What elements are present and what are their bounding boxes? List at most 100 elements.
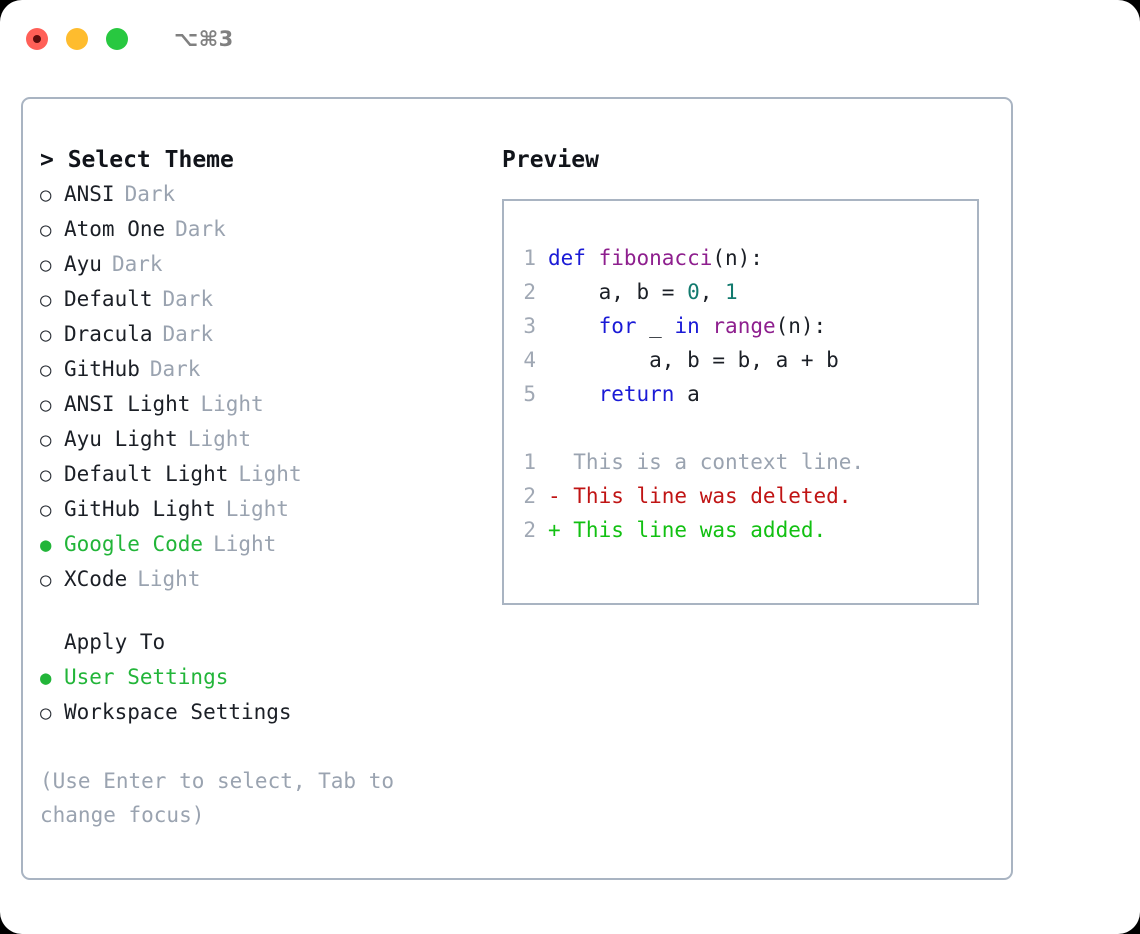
theme-option-variant-tag: Light bbox=[137, 567, 201, 591]
theme-option-ayu[interactable]: ○ Ayu Dark bbox=[40, 247, 493, 282]
code-token: a bbox=[674, 382, 700, 406]
diff-line-text: + This line was added. bbox=[548, 518, 827, 542]
theme-option-default-light[interactable]: ○ Default Light Light bbox=[40, 457, 493, 492]
apply-to-section: ○ Apply To ●User Settings○Workspace Sett… bbox=[40, 625, 493, 730]
apply-to-option-user-settings[interactable]: ●User Settings bbox=[40, 660, 493, 695]
code-line-text: return a bbox=[548, 377, 700, 411]
theme-option-variant-tag: Dark bbox=[111, 252, 163, 276]
code-line-text: for _ in range(n): bbox=[548, 309, 827, 343]
traffic-light-group bbox=[26, 28, 128, 50]
radio-unselected-icon: ○ bbox=[40, 254, 52, 276]
diff-line-number: 2 bbox=[523, 484, 536, 508]
apply-to-option-list[interactable]: ●User Settings○Workspace Settings bbox=[40, 660, 493, 730]
code-token: return bbox=[548, 382, 675, 406]
diff-sample-block: 1 This is a context line. 2 - This line wa… bbox=[504, 445, 977, 547]
theme-option-label: ANSI Light bbox=[64, 392, 191, 416]
theme-option-ansi-light[interactable]: ○ ANSI Light Light bbox=[40, 387, 493, 422]
code-token: a, b = bbox=[548, 280, 688, 304]
code-token: def bbox=[548, 246, 599, 270]
theme-option-dracula[interactable]: ○ Dracula Dark bbox=[40, 317, 493, 352]
theme-option-github[interactable]: ○ GitHub Dark bbox=[40, 352, 493, 387]
code-line-text: a, b = b, a + b bbox=[548, 343, 839, 377]
diff-line: 2 - This line was deleted. bbox=[504, 479, 977, 513]
theme-option-variant-tag: Light bbox=[213, 532, 277, 556]
theme-option-label: XCode bbox=[64, 567, 128, 591]
radio-unselected-icon: ○ bbox=[40, 359, 52, 381]
diff-line-number: 1 bbox=[523, 450, 536, 474]
code-line: 1 def fibonacci(n): bbox=[504, 241, 977, 275]
theme-option-label: Default Light bbox=[64, 462, 229, 486]
theme-option-google-code[interactable]: ● Google Code Light bbox=[40, 527, 493, 562]
code-line-number: 5 bbox=[523, 382, 536, 406]
radio-unselected-icon: ○ bbox=[40, 394, 52, 416]
diff-line: 2+ This line was added. bbox=[504, 513, 977, 547]
diff-line-text: - This line was deleted. bbox=[548, 484, 852, 508]
code-token: 1 bbox=[725, 280, 738, 304]
theme-option-variant-tag: Dark bbox=[162, 287, 214, 311]
theme-option-label: Google Code bbox=[64, 532, 204, 556]
theme-option-label: GitHub bbox=[64, 357, 140, 381]
radio-unselected-icon: ○ bbox=[40, 219, 52, 241]
minimize-button-icon[interactable] bbox=[66, 28, 88, 50]
theme-option-variant-tag: Dark bbox=[175, 217, 226, 241]
apply-to-heading-row: ○ Apply To bbox=[40, 625, 493, 660]
apply-to-option-workspace-settings[interactable]: ○Workspace Settings bbox=[40, 695, 493, 730]
code-token bbox=[700, 314, 713, 338]
theme-option-atom-one[interactable]: ○ Atom One Dark bbox=[40, 212, 493, 247]
diff-line-text: This is a context line. bbox=[548, 450, 865, 474]
theme-option-label: Default bbox=[64, 287, 153, 311]
theme-option-variant-tag: Dark bbox=[149, 357, 201, 381]
code-token: (n): bbox=[712, 246, 763, 270]
theme-option-default[interactable]: ○ Default Dark bbox=[40, 282, 493, 317]
code-token: 0 bbox=[687, 280, 700, 304]
radio-unselected-icon: ○ bbox=[40, 464, 52, 486]
preview-title: Preview bbox=[502, 147, 599, 173]
radio-unselected-icon: ○ bbox=[40, 289, 52, 311]
code-line-text: a, b = 0, 1 bbox=[548, 275, 738, 309]
apply-to-option-label: Workspace Settings bbox=[64, 700, 292, 724]
code-line: 2 a, b = 0, 1 bbox=[504, 275, 977, 309]
code-line: 5 return a bbox=[504, 377, 977, 411]
theme-option-variant-tag: Light bbox=[200, 392, 264, 416]
code-line-number: 4 bbox=[523, 348, 536, 372]
apply-to-option-label: User Settings bbox=[64, 665, 229, 689]
code-line-number: 3 bbox=[523, 314, 536, 338]
theme-option-label: ANSI bbox=[64, 182, 115, 206]
radio-selected-icon: ● bbox=[40, 534, 52, 556]
diff-line: 1 This is a context line. bbox=[504, 445, 977, 479]
theme-option-variant-tag: Light bbox=[225, 497, 289, 521]
title-bar: ⌥⌘3 bbox=[0, 0, 1140, 78]
spacer-bullet-icon: ○ bbox=[40, 626, 64, 660]
close-button-icon[interactable] bbox=[26, 28, 48, 50]
theme-option-variant-tag: Dark bbox=[162, 322, 214, 346]
theme-option-variant-tag: Light bbox=[187, 427, 252, 451]
theme-option-label: Ayu Light bbox=[64, 427, 178, 451]
code-line: 3 for _ in range(n): bbox=[504, 309, 977, 343]
theme-option-label: Atom One bbox=[64, 217, 166, 241]
page-title: > Select Theme bbox=[40, 147, 234, 173]
code-token: in bbox=[674, 314, 700, 338]
radio-unselected-icon: ○ bbox=[40, 184, 52, 206]
code-line-text: def fibonacci(n): bbox=[548, 241, 763, 275]
theme-option-label: Ayu bbox=[64, 252, 102, 276]
theme-option-label: Dracula bbox=[64, 322, 153, 346]
maximize-button-icon[interactable] bbox=[106, 28, 128, 50]
radio-unselected-icon: ○ bbox=[40, 324, 52, 346]
code-line-number: 1 bbox=[523, 246, 536, 270]
code-token: a, b = b, a + b bbox=[548, 348, 839, 372]
theme-option-variant-tag: Light bbox=[238, 462, 302, 486]
keyboard-shortcut-badge: ⌥⌘3 bbox=[174, 27, 234, 51]
theme-option-label: GitHub Light bbox=[64, 497, 216, 521]
apply-to-heading: Apply To bbox=[64, 630, 166, 654]
